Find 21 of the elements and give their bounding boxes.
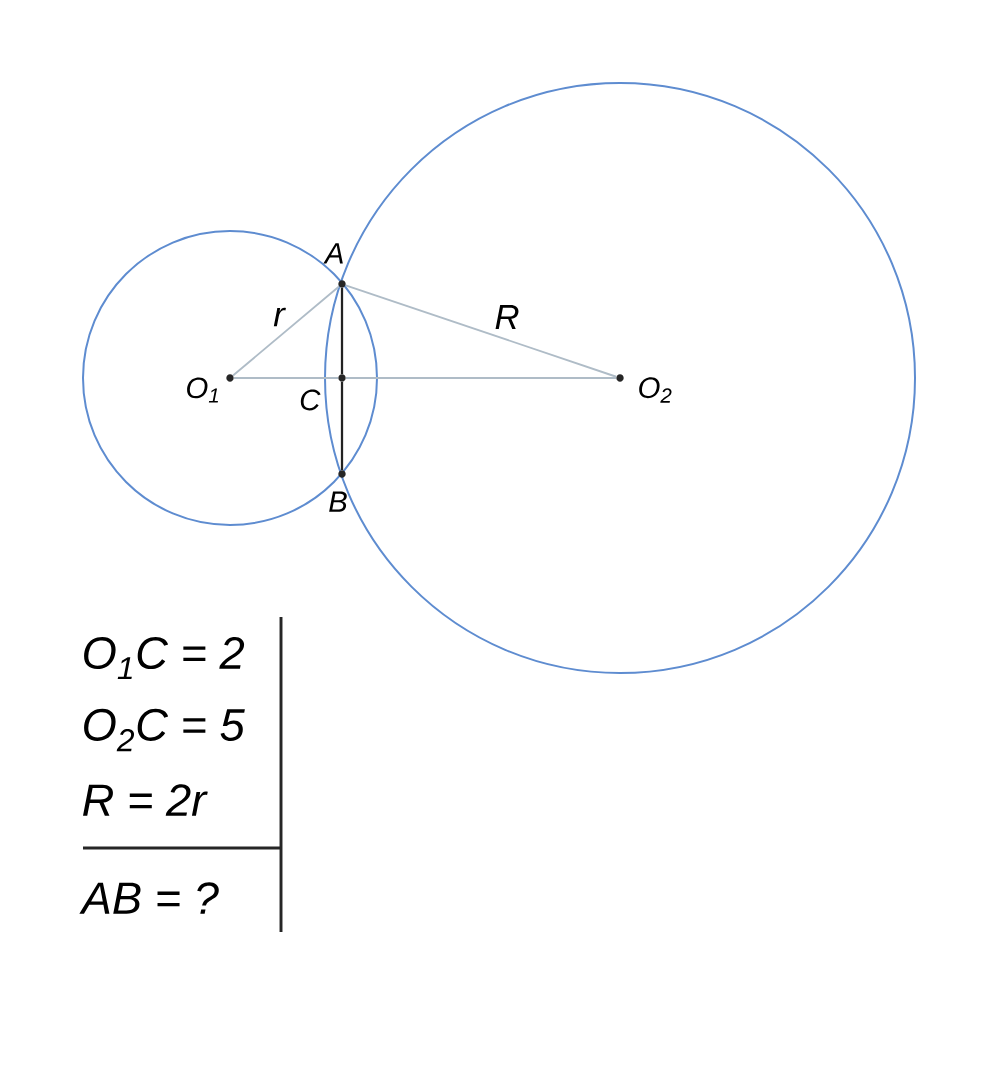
edge-label: r (271, 306, 287, 328)
edge-label: R (493, 303, 521, 331)
point-label: B (329, 491, 347, 512)
point (338, 470, 346, 478)
line-segment (344, 284, 618, 378)
equation: O$_{2}$C = 5 (84, 708, 245, 752)
point-label: O$_{2}$ (639, 377, 672, 403)
line-segment (233, 377, 339, 379)
equation: AB = ? (79, 882, 219, 914)
point (338, 280, 346, 288)
equation: R = 2r (83, 784, 208, 816)
line-segment (345, 377, 617, 379)
point-label: O$_{1}$ (187, 377, 218, 403)
equation: O$_{1}$C = 2 (84, 636, 245, 680)
point (616, 374, 624, 382)
point-label: A (323, 243, 343, 264)
line-segment (232, 285, 340, 377)
point (226, 374, 234, 382)
point-label: C (300, 389, 321, 411)
point (338, 374, 346, 382)
line-segment (340, 287, 344, 375)
